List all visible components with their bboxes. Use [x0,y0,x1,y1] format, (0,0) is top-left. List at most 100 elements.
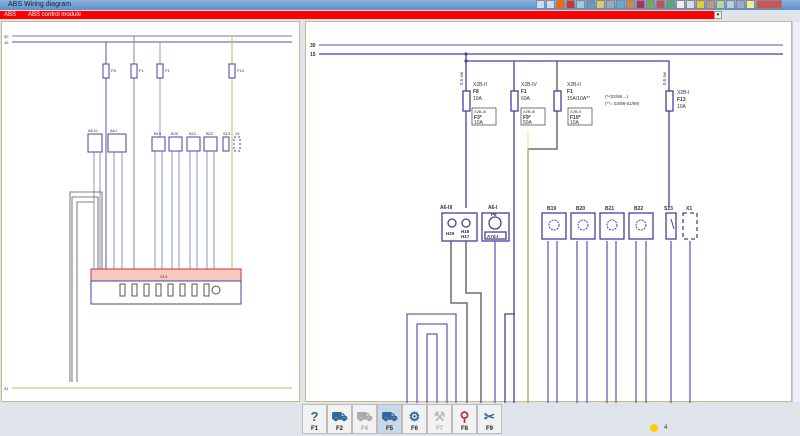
first-page-icon[interactable] [536,0,545,9]
fuse-f1-15a[interactable] [553,90,562,112]
car-grey-icon: ⛟ [356,409,373,424]
link-icon[interactable] [736,0,745,9]
gear-icon[interactable] [606,0,615,9]
parts-icon: ⚙ [408,409,421,424]
prev-page-icon[interactable] [546,0,555,9]
fuse-label: F1 [165,68,170,73]
vertical-scrollbar[interactable] [792,22,800,402]
fuse-rating: 10A [677,104,687,110]
component-label: S13 [223,131,231,136]
print-icon[interactable] [706,0,715,9]
blank-icon[interactable] [676,0,685,9]
fuse-f1-60a[interactable] [510,90,519,112]
component-b22[interactable] [628,212,654,240]
bus-label-30: 30 [310,43,316,49]
fuse-name: F1 [521,89,527,95]
f5-button[interactable]: ⛟ F5 [377,404,402,434]
zoom-icon[interactable] [726,0,735,9]
overview-pane[interactable]: 30 15 31 F8 F1 F1 F13 A6-III A6-I B19 B2… [1,21,300,402]
fuse-connector: X2B-II [473,82,487,88]
component-label: B21 [605,206,614,212]
search-wrench-icon: ⚲ [459,409,470,424]
fuse-connector: X2B-III [523,109,535,114]
diagram-pane[interactable]: 30 15 0.5 sw 0.5 sw X2B-II F8 10A X2B-IV… [305,21,792,403]
fuse-rating: 10A [474,120,484,126]
component-label: B19 [154,131,162,136]
fuse-f8[interactable] [462,90,471,112]
component-b20[interactable] [570,212,596,240]
fuse-rating: 50A [523,120,533,126]
pin-icon[interactable] [716,0,725,9]
f1-help-button[interactable]: ? F1 [302,404,327,434]
fuse-name: F9* [523,115,531,121]
component-b21[interactable] [599,212,625,240]
fuse-connector: X2B-IV [521,82,538,88]
connector-x1[interactable] [682,212,698,240]
component-sub: A7d-I [487,234,498,239]
fuse-name: F8 [473,89,479,95]
status-area: 4 [650,424,667,432]
f2-button[interactable]: ⛟ F2 [327,404,352,434]
button-label: F4 [360,426,368,432]
component-label: B19 [547,206,556,212]
fuse-name: F13 [677,97,686,103]
button-label: F7 [435,426,443,432]
engine-icon[interactable] [586,0,595,9]
button-label: F5 [385,426,393,432]
parts-icon[interactable] [646,0,655,9]
button-label: F8 [460,426,468,432]
chart-icon[interactable] [616,0,625,9]
warning-icon[interactable] [556,0,565,9]
f9-button[interactable]: ✂F9 [477,404,502,434]
component-sub: H29 [446,231,455,236]
system-label: ABS [4,12,17,18]
component-label: B22 [206,131,214,136]
component-sub: H17 [461,234,470,239]
window-title: ABS Wiring diagram [8,1,72,8]
fuse-name: F1 [567,89,573,95]
diagram-icon[interactable] [656,0,665,9]
bus-label: 15 [4,40,9,45]
button-label: F1 [310,426,318,432]
component-sub: H18 [461,229,470,234]
component-b19[interactable] [541,212,567,240]
f4-button[interactable]: ⛟ F4 [352,404,377,434]
component-label: X1 [235,131,241,136]
f8-button[interactable]: ⚲ F8 [452,404,477,434]
info-icon[interactable] [746,0,755,9]
book-icon[interactable] [566,0,575,9]
f7-button[interactable]: ⚒ F7 [427,404,452,434]
component-label: A6-III [88,128,98,133]
doc-icon[interactable] [576,0,585,9]
component-selector[interactable]: ABS ABS control module [0,11,714,19]
note-icon[interactable] [686,0,695,9]
dropdown-arrow-icon[interactable]: ▾ [714,11,722,19]
component-label: X1 [686,206,692,212]
component-label: S13 [664,206,673,212]
fuse-f13[interactable] [665,90,674,112]
sensor-icons [548,218,675,231]
folder-icon[interactable] [696,0,705,9]
fuse-connector: X2B-II [567,82,581,88]
car-icon[interactable] [626,0,635,9]
car-view-icon: ⛟ [381,409,398,424]
f6-button[interactable]: ⚙F6 [402,404,427,434]
book2-icon[interactable] [636,0,645,9]
window-controls[interactable] [756,0,782,9]
switch-s13[interactable] [665,212,677,240]
bus-label: 30 [4,34,9,39]
component-a6-iii[interactable] [441,212,478,242]
help-icon: ? [310,409,319,424]
wrench-icon[interactable] [596,0,605,9]
status-count: 4 [664,425,668,431]
fuse-name: F10* [570,115,581,121]
fuse-rating: 15A/10A** [567,96,590,102]
tool-icon: ⚒ [433,409,446,424]
component-sub: P8 [491,212,497,217]
car-icon: ⛟ [331,409,348,424]
fuse-connector: X2B-II [570,109,581,114]
component-label: B20 [171,131,179,136]
button-label: F2 [335,426,343,432]
fuse-label: F13 [237,68,245,73]
map-icon[interactable] [666,0,675,9]
